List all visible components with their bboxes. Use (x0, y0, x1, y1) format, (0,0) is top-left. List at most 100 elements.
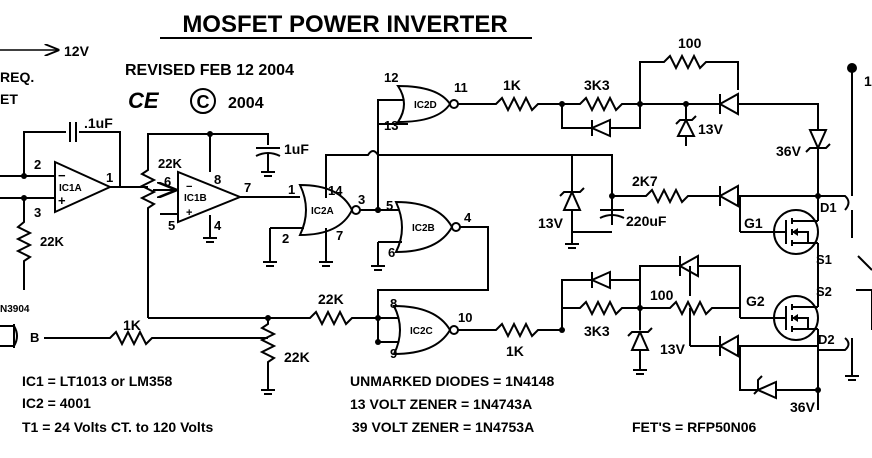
zener-13v-upper (676, 117, 696, 137)
r-label: 22K (158, 156, 182, 171)
pin: B (30, 330, 39, 345)
ic1b-minus: − (186, 181, 192, 193)
wire (818, 195, 850, 211)
z-label: 36V (790, 399, 816, 415)
ic1a-plus: + (58, 193, 66, 208)
ground (565, 232, 579, 249)
pin: 7 (244, 180, 251, 195)
wire (580, 104, 641, 129)
r-label: 100 (650, 287, 674, 303)
gate (768, 306, 787, 330)
ic2c-nor (392, 304, 452, 356)
pin: 6 (164, 174, 171, 189)
ground (845, 338, 859, 381)
ic2d-label: IC2D (414, 100, 437, 111)
wire (377, 226, 489, 318)
copyright-year: 2004 (228, 95, 264, 112)
pin: 4 (214, 218, 222, 233)
ic1a-opamp (54, 160, 113, 214)
pin: 14 (328, 183, 343, 198)
pin: 13 (384, 118, 398, 133)
r-label: 3K3 (584, 323, 610, 339)
zener-13v-middle (562, 189, 582, 211)
c2-label: 1uF (284, 141, 309, 157)
resistor-3k3-upper (562, 95, 640, 113)
ic1b-opamp (177, 170, 243, 224)
pin: 1 (288, 182, 295, 197)
pin: 1 (106, 170, 113, 185)
note-ic2: IC2 = 4001 (22, 395, 91, 411)
ic2c-bubble (449, 325, 459, 335)
pin: 5 (168, 218, 175, 233)
ic2c-label: IC2C (410, 326, 433, 337)
junction (375, 339, 381, 345)
fet-label: D2 (818, 332, 835, 347)
pin: 8 (390, 296, 397, 311)
pin: 8 (214, 172, 221, 187)
right-edge-label: 1 (864, 73, 872, 89)
ic2a-bubble (351, 205, 361, 215)
zener-bar (753, 375, 763, 395)
pin: 2 (34, 157, 41, 172)
zener-36v-upper (808, 129, 828, 151)
freq-label: REQ. (0, 69, 34, 85)
resistor-100-lower (650, 299, 741, 318)
ic2a-nor (298, 183, 354, 237)
resistor-1k-left (44, 329, 268, 347)
wire (377, 318, 400, 343)
ground (261, 154, 275, 177)
ic2a-label: IC2A (311, 206, 334, 217)
ground (633, 350, 647, 375)
r-label: 22K (318, 291, 344, 307)
note-t1: T1 = 24 Volts CT. to 120 Volts (22, 419, 213, 435)
wire (79, 131, 121, 187)
fet-label: S2 (816, 284, 832, 299)
r-label: 22K (284, 349, 310, 365)
z-label: 13V (698, 121, 724, 137)
ic2d-nor (396, 84, 452, 124)
zener-13v-lower (630, 329, 650, 351)
note-ic1: IC1 = LT1013 or LM358 (22, 373, 173, 389)
resistor-100-upper (639, 53, 739, 104)
diode (589, 118, 611, 138)
pot-22k-bottom (259, 318, 277, 395)
fet-label: S1 (816, 252, 832, 267)
r-label: 22K (40, 234, 64, 249)
resistor-1k-lower (458, 321, 562, 339)
pin: 10 (458, 310, 472, 325)
revised-date: REVISED FEB 12 2004 (125, 62, 294, 79)
wire (377, 100, 408, 125)
ic1b-label: IC1B (184, 193, 207, 204)
r-label: 1K (123, 317, 141, 333)
mosfet-arrow (792, 314, 798, 322)
c1-label: .1uF (84, 115, 113, 131)
ce-mark: CE (128, 88, 160, 113)
junction (375, 207, 381, 213)
zener-bar (675, 115, 697, 125)
wire (739, 196, 768, 233)
pin: 7 (336, 228, 343, 243)
pin: 3 (358, 192, 365, 207)
mosfet-arrow (792, 228, 798, 236)
z-label: 13V (538, 215, 564, 231)
c3-plate-b (599, 214, 625, 219)
diode (589, 270, 611, 290)
r-label: 3K3 (584, 77, 610, 93)
pin: 11 (454, 80, 468, 95)
fet-label: G2 (746, 293, 765, 309)
ground (263, 228, 277, 267)
diode-upper-gate (717, 92, 739, 116)
wire (700, 103, 819, 130)
diagram-title: MOSFET POWER INVERTER (182, 11, 507, 38)
r-label: 1K (503, 77, 521, 93)
wire (818, 337, 850, 351)
resistor-3k3-lower (562, 299, 650, 317)
wire (561, 104, 580, 129)
pin: 5 (386, 198, 393, 213)
transistor-label: N3904 (0, 304, 30, 315)
pin: 9 (390, 346, 397, 361)
pin: 3 (34, 205, 41, 220)
wire (561, 279, 580, 330)
resistor-22k-feedback (268, 309, 400, 327)
